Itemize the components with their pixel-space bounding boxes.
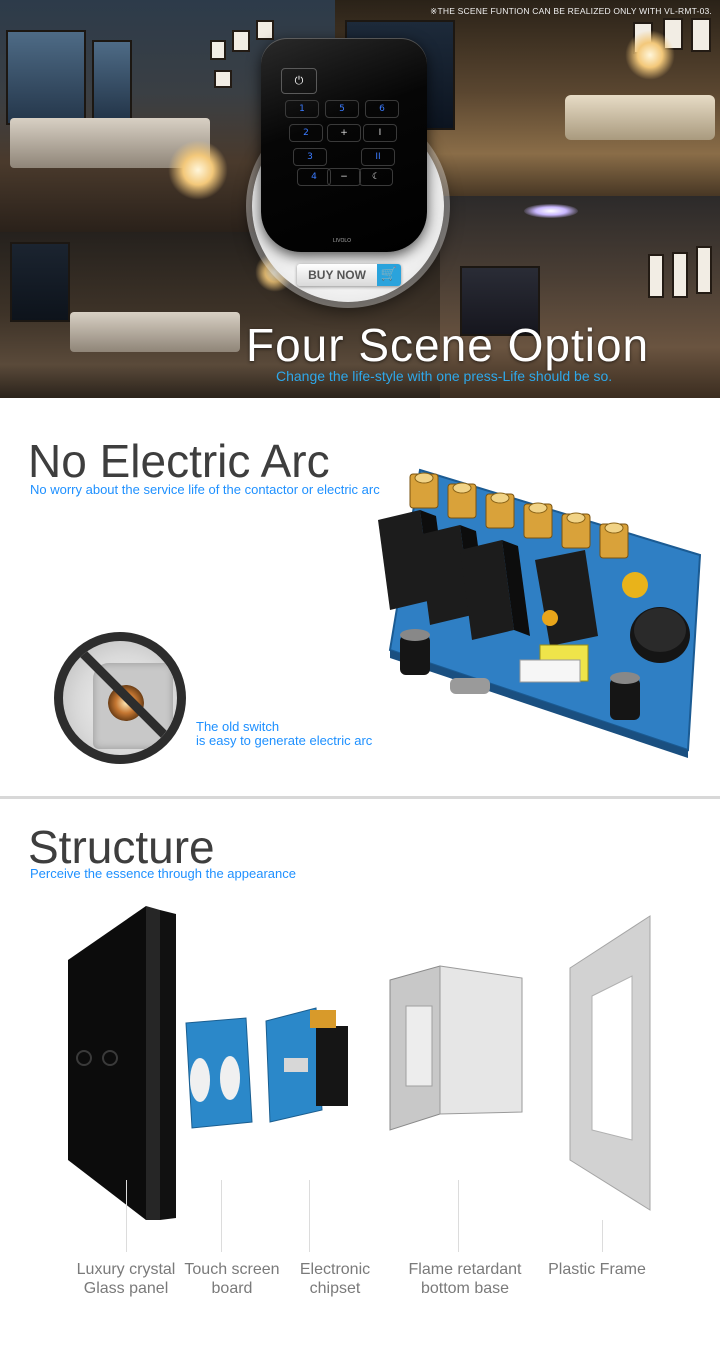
shopping-cart-icon: 🛒 — [377, 264, 401, 286]
remote-key-moon: ☾ — [359, 168, 393, 186]
remote-key-2: 2 — [289, 124, 323, 142]
part-label-line-1: Luxury crystal — [76, 1261, 176, 1278]
old-switch-note: The old switch is easy to generate elect… — [196, 720, 372, 748]
remote-key-plus: + — [327, 124, 361, 142]
living-room-photo-2 — [440, 196, 720, 398]
leader-bottom-base — [458, 1180, 459, 1252]
old-switch-note-line-2: is easy to generate electric arc — [196, 733, 373, 748]
leader-glass-panel — [126, 1180, 127, 1252]
old-switch-note-line-1: The old switch — [196, 719, 280, 734]
part-label-plastic-frame: Plastic Frame — [540, 1260, 654, 1279]
remote-key-minus: − — [327, 168, 361, 186]
leader-touch-board — [221, 1180, 222, 1252]
structure-exploded-view — [60, 900, 660, 1230]
remote-key-4: 4 — [297, 168, 331, 186]
relay-circuit-board-image — [370, 460, 710, 760]
part-label-line-2: board — [211, 1280, 253, 1297]
remote-notice: ※THE SCENE FUNTION CAN BE REALIZED ONLY … — [430, 6, 712, 16]
part-label-line-2: bottom base — [420, 1280, 510, 1297]
section-divider — [0, 796, 720, 799]
remote-key-ii: II — [361, 148, 395, 166]
power-icon: ⏻ — [281, 68, 317, 94]
part-label-bottom-base: Flame retardant bottom base — [400, 1260, 530, 1298]
part-label-line-1: Electronic — [299, 1261, 371, 1278]
buy-now-label: BUY NOW — [297, 264, 377, 286]
scene-title: Four Scene Option — [246, 319, 650, 371]
part-label-line-2: Glass panel — [83, 1280, 169, 1297]
scene-banner: ※THE SCENE FUNTION CAN BE REALIZED ONLY … — [0, 0, 720, 398]
part-label-line-1: Plastic Frame — [548, 1261, 646, 1278]
remote-brand-logo: LIVOLO — [333, 238, 352, 244]
structure-title: Structure — [28, 821, 215, 873]
part-label-glass-panel: Luxury crystal Glass panel — [68, 1260, 184, 1298]
buy-now-button[interactable]: BUY NOW 🛒 — [297, 264, 401, 286]
part-label-chipset: Electronic chipset — [290, 1260, 380, 1298]
remote-key-6: 6 — [365, 100, 399, 118]
remote-key-1: 1 — [285, 100, 319, 118]
leader-plastic-frame — [602, 1220, 603, 1252]
part-label-line-1: Touch screen — [184, 1261, 280, 1278]
no-arc-warning-icon — [54, 632, 186, 764]
remote-control-image: ⏻ 1 5 6 2 + I 3 II 4 − ☾ LIVOLO — [261, 38, 427, 252]
part-label-line-2: chipset — [309, 1280, 361, 1297]
arc-title: No Electric Arc — [28, 435, 330, 487]
part-label-touch-board: Touch screen board — [180, 1260, 284, 1298]
remote-key-3: 3 — [293, 148, 327, 166]
remote-key-i: I — [363, 124, 397, 142]
part-label-line-1: Flame retardant — [408, 1261, 522, 1278]
scene-subtitle: Change the life-style with one press-Lif… — [276, 368, 613, 384]
arc-subtitle: No worry about the service life of the c… — [30, 482, 380, 497]
remote-key-5: 5 — [325, 100, 359, 118]
leader-chipset — [309, 1180, 310, 1252]
structure-subtitle: Perceive the essence through the appeara… — [30, 866, 296, 881]
